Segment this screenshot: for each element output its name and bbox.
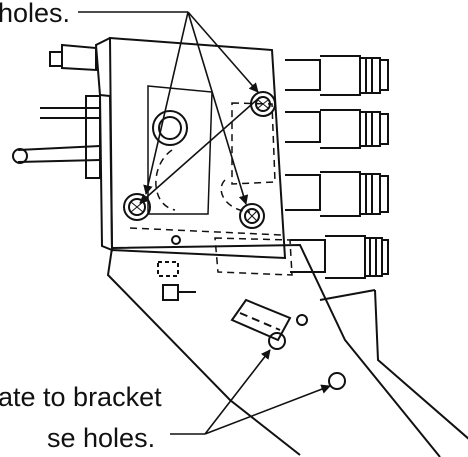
bracket-hole-upper xyxy=(268,332,286,350)
bracket-hole-lower xyxy=(328,372,346,390)
right-couplers xyxy=(285,55,389,279)
callout-label-bottom-line1: ate to bracket xyxy=(0,382,162,412)
mounting-bracket xyxy=(106,243,468,457)
left-fittings xyxy=(12,43,101,179)
callout-label-bottom-line2: se holes. xyxy=(47,423,156,453)
callout-leaders xyxy=(78,11,331,435)
callout-label-top: holes. xyxy=(0,0,71,28)
small-parts xyxy=(157,261,196,301)
valve-body xyxy=(94,36,308,326)
bolt-center xyxy=(239,203,265,229)
bolt-left xyxy=(123,193,151,221)
